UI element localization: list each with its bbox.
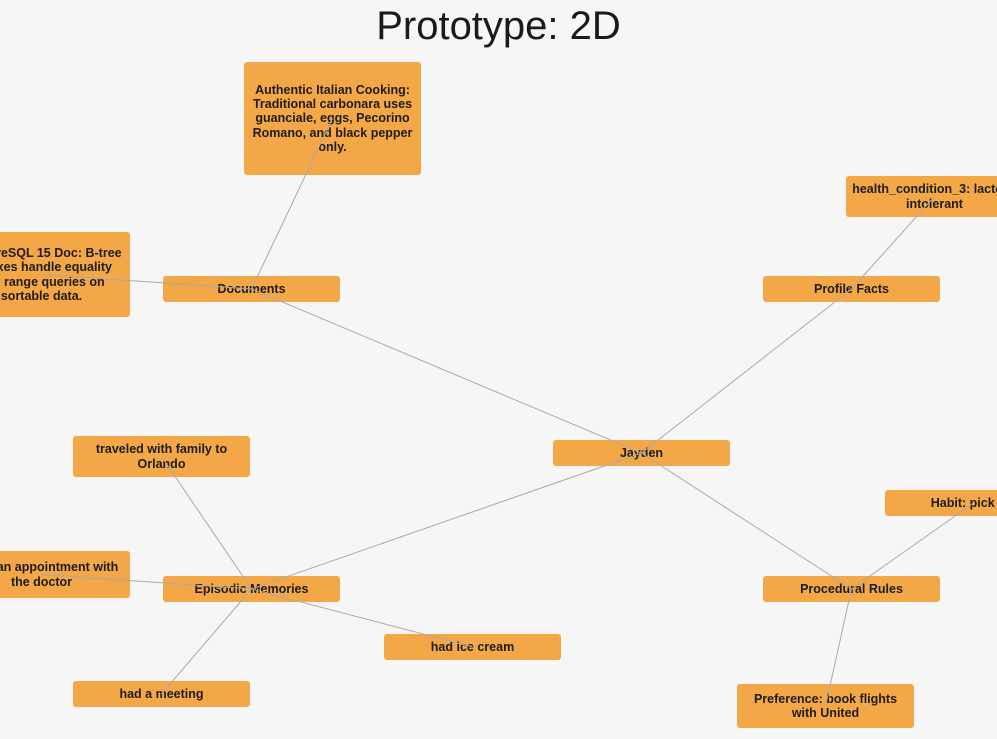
graph-node-documents[interactable]: Documents	[163, 276, 340, 302]
graph-node-postgresql-doc[interactable]: PostgreSQL 15 Doc: B-tree indexes handle…	[0, 232, 130, 317]
graph-node-traveled-orlando[interactable]: traveled with family to Orlando	[73, 436, 250, 477]
graph-node-health-condition-3[interactable]: health_condition_3: lactose intolerant	[846, 176, 997, 217]
graph-node-jayden[interactable]: Jayden	[553, 440, 730, 466]
graph-node-had-ice-cream[interactable]: had ice cream	[384, 634, 561, 660]
graph-node-profile-facts[interactable]: Profile Facts	[763, 276, 940, 302]
graph-node-had-a-meeting[interactable]: had a meeting	[73, 681, 250, 707]
graph-node-authentic-italian-cooking[interactable]: Authentic Italian Cooking: Traditional c…	[244, 62, 421, 175]
graph-node-habit-pick-my[interactable]: Habit: pick my	[885, 490, 997, 516]
graph-node-preference-united[interactable]: Preference: book flights with United	[737, 684, 914, 728]
page-title: Prototype: 2D	[376, 4, 621, 48]
graph-node-episodic-memories[interactable]: Episodic Memories	[163, 576, 340, 602]
graph-node-appointment-doctor[interactable]: have an appointment with the doctor	[0, 551, 130, 598]
graph-node-procedural-rules[interactable]: Procedural Rules	[763, 576, 940, 602]
